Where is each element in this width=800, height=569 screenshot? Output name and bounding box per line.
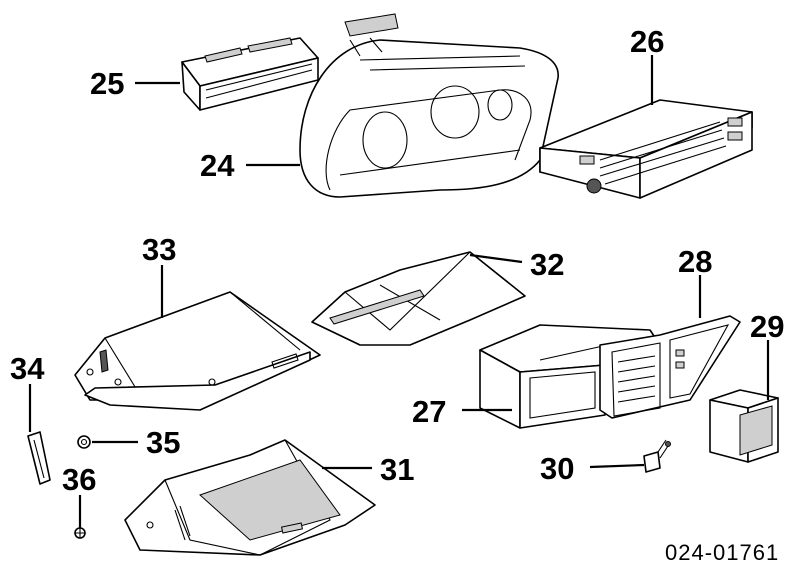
callout-25: 25 <box>90 66 124 101</box>
callout-28: 28 <box>678 244 712 279</box>
callout-33: 33 <box>142 232 176 267</box>
callout-24: 24 <box>200 148 235 183</box>
part-33-upper-dash-panel <box>74 291 321 411</box>
part-24-instrument-cluster <box>299 13 559 198</box>
part-25-display-module <box>181 37 319 111</box>
callout-30: 30 <box>540 451 574 486</box>
part-30-clip <box>643 439 671 473</box>
document-id: 024-01761 <box>665 540 779 565</box>
part-26-climate-control-panel <box>539 99 753 199</box>
part-36-screw <box>74 527 86 539</box>
callout-34: 34 <box>10 351 45 386</box>
callout-31: 31 <box>380 452 414 487</box>
callout-36: 36 <box>62 462 96 497</box>
part-35-grommet <box>77 435 91 449</box>
part-28-bezel-frame <box>599 315 741 419</box>
part-34-bracket <box>27 431 51 485</box>
callout-32: 32 <box>530 247 564 282</box>
part-31-glove-box <box>124 439 376 556</box>
callout-26: 26 <box>630 24 664 59</box>
part-32-lower-trim <box>311 251 526 346</box>
callout-29: 29 <box>750 309 784 344</box>
callout-27: 27 <box>412 394 446 429</box>
leader-lines <box>28 55 770 528</box>
callout-35: 35 <box>146 425 180 460</box>
part-29-display-unit <box>709 389 779 463</box>
